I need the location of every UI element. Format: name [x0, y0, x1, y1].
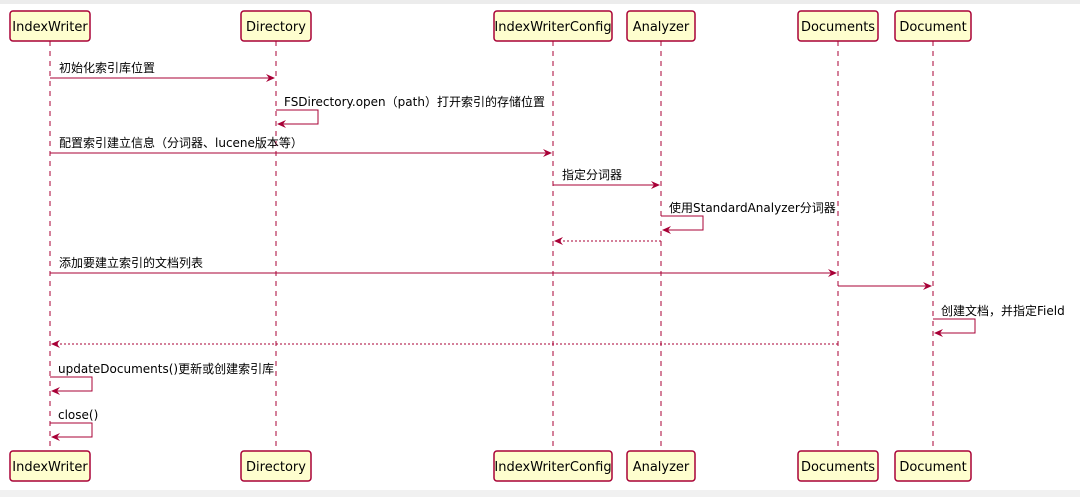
message-4: 指定分词器: [553, 167, 660, 189]
participant-label: Analyzer: [633, 20, 690, 35]
message-2: FSDirectory.open（path）打开索引的存储位置: [276, 94, 545, 128]
message-12: close(): [50, 408, 98, 441]
participant-bottom-directory: Directory: [240, 450, 312, 482]
participant-bottom-indexwriter: IndexWriter: [9, 450, 91, 482]
message-3: 配置索引建立信息（分词器、lucene版本等）: [50, 135, 552, 157]
message-label: 创建文档，并指定Field: [941, 303, 1065, 318]
bottom-window-strip: [0, 490, 1080, 497]
participant-box: [797, 10, 879, 42]
arrowhead: [51, 387, 60, 395]
arrowhead: [266, 74, 275, 82]
message-label: 指定分词器: [562, 167, 622, 182]
participant-label: IndexWriterConfig: [494, 460, 611, 475]
participant-box: [9, 10, 91, 42]
participant-box: [626, 10, 696, 42]
participant-bottom-analyzer: Analyzer: [626, 450, 696, 482]
participant-label: Documents: [801, 20, 875, 35]
participant-top-directory: Directory: [240, 10, 312, 42]
participant-bottom-indexwriterconfig: IndexWriterConfig: [493, 450, 613, 482]
message-8: [838, 282, 932, 290]
message-6: [554, 237, 661, 245]
message-9: 创建文档，并指定Field: [933, 303, 1065, 337]
self-message-arrow: [50, 376, 93, 392]
message-label: FSDirectory.open（path）打开索引的存储位置: [284, 94, 545, 109]
participant-box: [894, 450, 972, 482]
participant-box: [894, 10, 972, 42]
participant-label: IndexWriter: [12, 20, 88, 35]
self-message-arrow: [933, 318, 976, 334]
participant-box: [493, 450, 613, 482]
arrowhead: [651, 181, 660, 189]
participant-label: IndexWriter: [12, 460, 88, 475]
participant-bottom-documents: Documents: [797, 450, 879, 482]
arrowhead: [51, 433, 60, 441]
arrowhead: [828, 269, 837, 277]
participant-label: Document: [899, 20, 966, 35]
participant-label: Directory: [246, 460, 306, 475]
participant-box: [493, 10, 613, 42]
message-label: 添加要建立索引的文档列表: [59, 255, 203, 270]
participant-top-indexwriter: IndexWriter: [9, 10, 91, 42]
participant-box: [240, 10, 312, 42]
participant-bottom-document: Document: [894, 450, 972, 482]
self-message-arrow: [276, 109, 319, 125]
arrowhead: [923, 282, 932, 290]
participant-box: [9, 450, 91, 482]
message-label: close(): [58, 408, 98, 422]
message-label: 使用StandardAnalyzer分词器: [669, 200, 836, 215]
participant-label: IndexWriterConfig: [494, 20, 611, 35]
message-10: [51, 340, 838, 348]
participant-top-analyzer: Analyzer: [626, 10, 696, 42]
arrowhead: [554, 237, 563, 245]
participant-label: Documents: [801, 460, 875, 475]
participant-label: Document: [899, 460, 966, 475]
arrowhead: [662, 226, 671, 234]
arrowhead: [277, 120, 286, 128]
participant-box: [797, 450, 879, 482]
top-window-strip: [0, 0, 1080, 4]
self-message-arrow: [661, 215, 704, 231]
participant-top-document: Document: [894, 10, 972, 42]
arrowhead: [543, 149, 552, 157]
participant-box: [240, 450, 312, 482]
arrowhead: [934, 329, 943, 337]
self-message-arrow: [50, 422, 93, 438]
participant-label: Directory: [246, 20, 306, 35]
message-5: 使用StandardAnalyzer分词器: [661, 200, 836, 234]
participant-top-documents: Documents: [797, 10, 879, 42]
message-label: 配置索引建立信息（分词器、lucene版本等）: [59, 135, 303, 150]
participant-label: Analyzer: [633, 460, 690, 475]
participant-box: [626, 450, 696, 482]
message-1: 初始化索引库位置: [50, 60, 275, 82]
message-label: 初始化索引库位置: [59, 60, 155, 75]
message-label: updateDocuments()更新或创建索引库: [58, 361, 274, 376]
participant-top-indexwriterconfig: IndexWriterConfig: [493, 10, 613, 42]
arrowhead: [51, 340, 60, 348]
message-7: 添加要建立索引的文档列表: [50, 255, 837, 277]
message-11: updateDocuments()更新或创建索引库: [50, 361, 274, 395]
